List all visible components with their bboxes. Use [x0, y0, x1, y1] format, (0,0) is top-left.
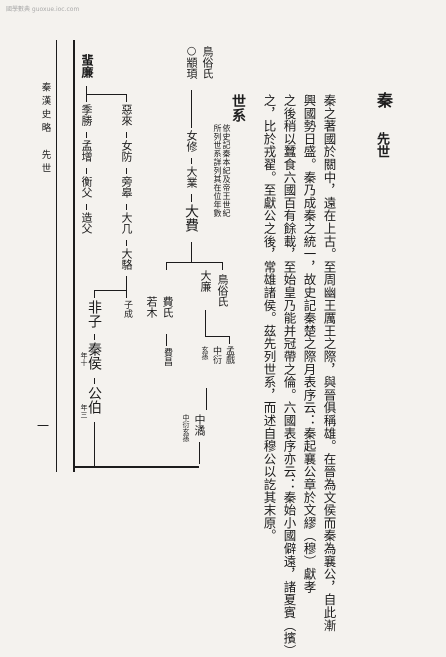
line-nvxiu-daye — [191, 158, 192, 164]
line-dafei-branch — [166, 262, 222, 263]
node-zhongjue-note: 中衍玄孫 — [182, 414, 190, 442]
node-hengfu: 衡父 — [80, 176, 93, 198]
line-hengfu-zaofu — [86, 204, 87, 210]
page-number: 一 — [37, 419, 50, 433]
node-feizi: 非子 — [86, 300, 102, 328]
line-feilian-branch — [86, 94, 126, 95]
shixi-note-2: 所列世系詳列其在位年數 — [213, 124, 222, 218]
line-dalian-down — [205, 310, 206, 336]
line-daluo-down — [126, 276, 127, 290]
line-mengzeng-hengfu — [86, 168, 87, 174]
node-niaosu-2: 鳥俗氏 — [216, 274, 229, 307]
line-to-feishi — [166, 262, 167, 270]
shixi-note-1: 依史記秦本紀及帝王世紀 — [222, 124, 231, 218]
frame-left-bold — [73, 40, 75, 472]
side-header: 秦漢史略 先世 — [39, 82, 51, 177]
line-to-zhongjue — [206, 388, 207, 410]
node-dalian: 大廉 — [199, 270, 212, 292]
node-xuansun: 玄孫 — [201, 346, 209, 360]
node-feichang: 費昌 — [162, 348, 172, 366]
line-jisheng-mengzeng — [86, 132, 87, 138]
line-to-elai — [126, 94, 127, 102]
node-zhuanxu: ○顓頊 — [185, 44, 198, 79]
line-elai-nvfang — [126, 132, 127, 138]
line-to-feizi — [94, 290, 95, 298]
node-daluo: 大駱 — [120, 248, 133, 270]
line-panggao-taiji — [126, 204, 127, 210]
line-bottom-bracket — [74, 466, 199, 468]
node-daye: 大業 — [185, 166, 198, 188]
node-zhongyan: 中衍 — [211, 346, 221, 364]
shixi-heading: 世系 — [230, 94, 246, 122]
node-zaofu: 造父 — [80, 212, 93, 234]
node-mengxi: 孟戲 — [224, 346, 234, 364]
line-taiji-daluo — [126, 240, 127, 246]
line-qinhou-gongbo — [94, 378, 95, 384]
node-mengzeng: 孟增 — [80, 140, 93, 162]
node-jisheng: 季勝 — [80, 104, 93, 126]
line-to-dalian — [222, 262, 223, 270]
section-title: 秦 — [374, 92, 393, 108]
node-ruomu: 若木 — [145, 296, 158, 318]
line-nvfang-panggao — [126, 168, 127, 174]
line-dafei-down — [191, 242, 192, 262]
line-zhuanxu-nvxiu — [191, 90, 192, 128]
node-nvxiu: 女修 — [185, 130, 198, 152]
body-line-3: 之後稍以蠶食六國百有餘載，至始皇乃能并冠帶之倫。六國表序亦云：秦始小國僻遠，諸夏… — [281, 94, 297, 657]
node-qinhou: 秦侯 — [86, 342, 102, 370]
node-niaosu: 鳥俗氏 — [201, 46, 214, 79]
section-subtitle: 先世 — [374, 132, 389, 158]
node-panggao: 旁皋 — [120, 176, 133, 198]
line-feilian-down — [86, 86, 87, 94]
line-daluo-branch — [94, 290, 126, 291]
line-to-jisheng — [86, 94, 87, 102]
line-gongbo-down — [94, 422, 95, 466]
node-zhongjue: 中潏 — [193, 414, 206, 436]
node-dafei: 大費 — [183, 204, 199, 232]
body-line-4: 之，比於戎翟。至獻公之後，常雄諸侯。茲先列世系，而述自穆公以訖其末原。 — [261, 94, 277, 542]
body-line-1: 秦之著國於關中，遠在上古。至周幽王厲王之際，與晉俱稱雄。在晉為文侯而秦為襄公，自… — [321, 94, 337, 632]
qinhou-reign: 年十 — [80, 352, 88, 366]
node-taiji: 大几 — [120, 212, 133, 234]
node-feishi: 費氏 — [161, 296, 174, 318]
node-nvfang: 女防 — [120, 140, 133, 162]
body-line-2: 興國勢日盛。秦乃成秦之統一，故史記秦楚之際月表序云：秦起襄公章於文繆（穆）獻孝 — [301, 94, 317, 594]
line-feishi-feichang — [166, 334, 167, 346]
line-zhongjue-down — [199, 442, 200, 464]
line-daye-dafei — [191, 194, 192, 202]
node-gongbo: 公伯 — [86, 386, 102, 414]
line-to-zicheng — [126, 290, 127, 298]
gongbo-reign: 年三 — [80, 404, 88, 418]
line-dalian-branch — [205, 336, 229, 337]
node-feilian: 蜚廉 — [80, 54, 94, 78]
watermark: 國學數典 guoxue.ioc.com — [6, 6, 80, 13]
line-feizi-qinhou — [94, 334, 95, 340]
node-zicheng: 子成 — [122, 300, 132, 318]
line-to-mengxi — [229, 336, 230, 344]
frame-left — [56, 40, 57, 472]
node-elai: 惡來 — [120, 104, 133, 126]
